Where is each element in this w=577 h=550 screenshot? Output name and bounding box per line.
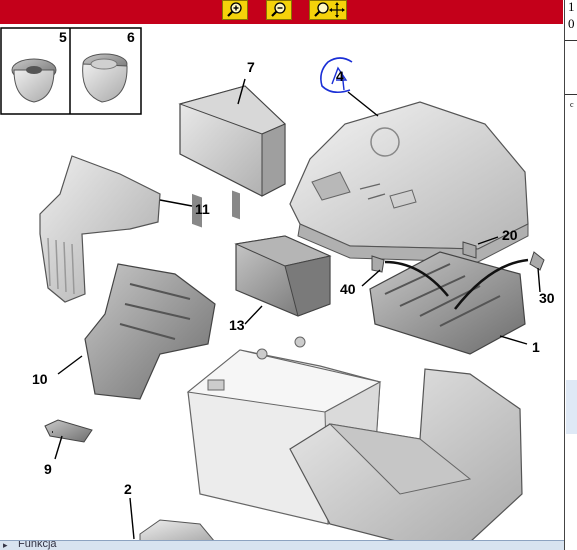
pan-zoom-button[interactable] (309, 0, 347, 20)
part-11-drawing (39, 155, 161, 303)
callout-10: 10 (32, 371, 48, 387)
part-10-drawing (84, 263, 216, 400)
status-bar: ▸ Funkcja (0, 540, 564, 550)
pan-zoom-icon (314, 2, 345, 18)
callout-2: 2 (124, 481, 132, 497)
parts-diagram[interactable]: 5 6 7 4 11 20 40 30 13 1 10 9 2 (0, 24, 563, 542)
battery-tray-drawing (139, 368, 523, 542)
part-9-drawing (44, 419, 93, 443)
side-panel-text-1: 1 (568, 0, 575, 14)
side-panel-divider (565, 40, 577, 41)
leader-lines (52, 78, 541, 540)
part-13-drawing (234, 235, 332, 317)
callout-30: 30 (539, 290, 555, 306)
callout-11: 11 (195, 201, 210, 217)
side-panel-divider (565, 94, 577, 95)
callout-7: 7 (247, 59, 255, 75)
zoom-out-button[interactable] (266, 0, 292, 20)
callout-13: 13 (229, 317, 245, 333)
expand-arrow-icon[interactable]: ▸ (3, 540, 8, 550)
callout-6: 6 (127, 29, 135, 45)
part-7-drawing (178, 85, 286, 228)
exploded-view-drawing: 5 6 7 4 11 20 40 30 13 1 10 9 2 (0, 27, 555, 542)
zoom-in-button[interactable] (222, 0, 248, 20)
side-panel-highlight (566, 380, 577, 434)
status-label: Funkcja (18, 540, 57, 550)
part-4-drawing (289, 101, 529, 263)
callout-20: 20 (502, 227, 518, 243)
handwritten-annotation (320, 57, 353, 94)
side-panel-bullet: c (570, 100, 574, 109)
callout-9: 9 (44, 461, 52, 477)
part-1-drawing (369, 241, 545, 355)
callout-1: 1 (532, 339, 540, 355)
inset-box-5-6 (0, 27, 142, 115)
zoom-in-icon (227, 2, 242, 17)
callout-5: 5 (59, 29, 67, 45)
side-panel: 1 0 c (564, 0, 577, 550)
callout-40: 40 (340, 281, 356, 297)
side-panel-text-2: 0 (568, 16, 575, 31)
callout-4: 4 (336, 68, 344, 84)
toolbar (0, 0, 563, 24)
zoom-out-icon (271, 2, 286, 17)
